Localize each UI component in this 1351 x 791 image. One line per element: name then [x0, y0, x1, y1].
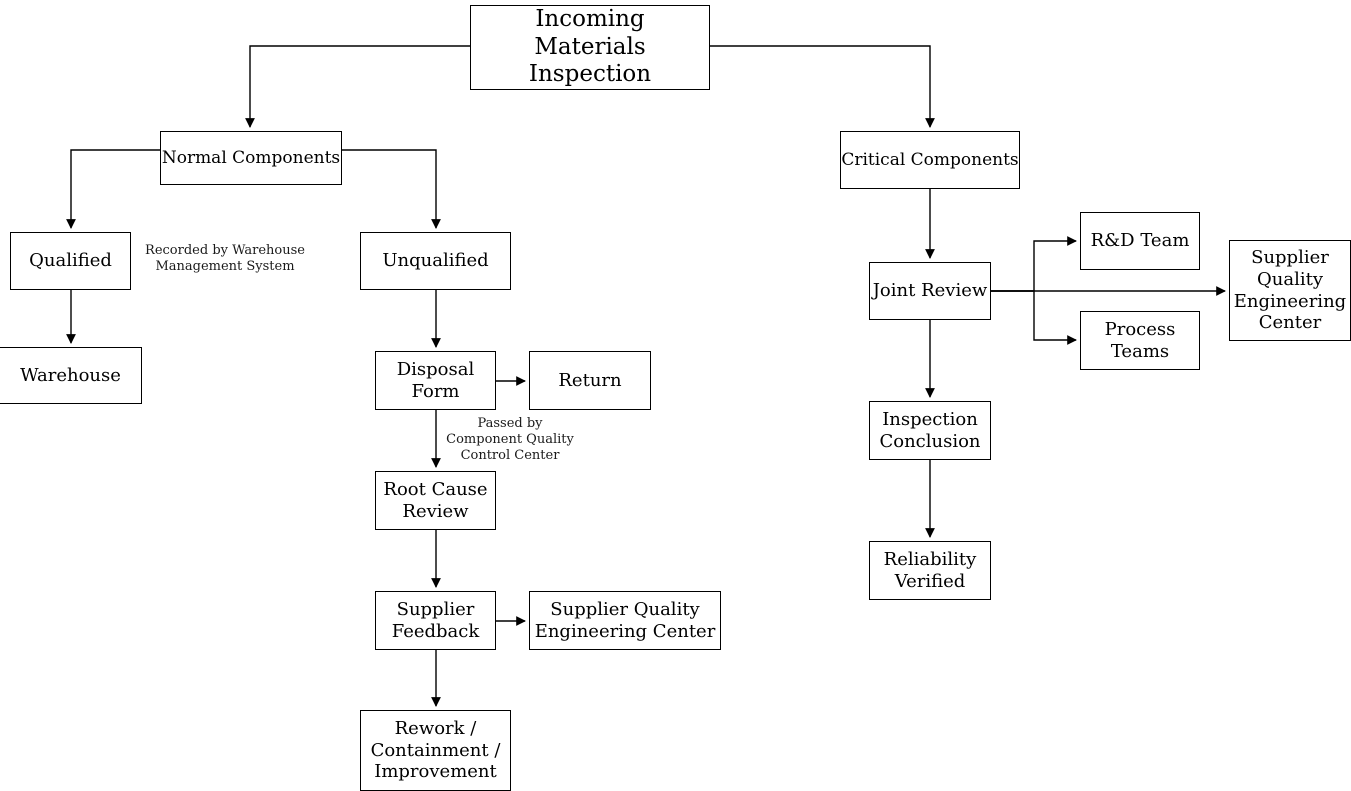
node-return[interactable]: Return [529, 351, 651, 410]
edge-normal-to-qualified [66, 149, 160, 229]
node-unqualified[interactable]: Unqualified [360, 232, 511, 290]
note-cqcc: Passed by Component Quality Control Cent… [446, 416, 574, 463]
node-disposal[interactable]: Disposal Form [375, 351, 496, 410]
node-reliability[interactable]: Reliability Verified [869, 541, 991, 600]
node-normal[interactable]: Normal Components [160, 131, 342, 185]
node-rootcause[interactable]: Root Cause Review [375, 471, 496, 530]
node-sqec_mid[interactable]: Supplier Quality Engineering Center [529, 591, 721, 650]
edge-incoming-to-critical [710, 45, 935, 128]
note-warehouse-system: Recorded by Warehouse Management System [145, 243, 305, 274]
node-rework[interactable]: Rework / Containment / Improvement [360, 710, 511, 791]
node-rdteam[interactable]: R&D Team [1080, 212, 1200, 270]
node-inspconcl[interactable]: Inspection Conclusion [869, 401, 991, 460]
edge-incoming-to-normal [245, 45, 470, 128]
edge-jointreview-to-rdteam [991, 236, 1077, 292]
edge-normal-to-unqualified [342, 149, 441, 229]
edge-jointreview-to-processteams [991, 290, 1077, 345]
node-supfeedback[interactable]: Supplier Feedback [375, 591, 496, 650]
node-incoming[interactable]: Incoming Materials Inspection [470, 5, 710, 90]
node-sqec_right[interactable]: Supplier Quality Engineering Center [1229, 240, 1351, 341]
node-critical[interactable]: Critical Components [840, 131, 1020, 189]
node-jointreview[interactable]: Joint Review [869, 262, 991, 320]
node-warehouse[interactable]: Warehouse [0, 347, 142, 404]
node-qualified[interactable]: Qualified [10, 232, 131, 290]
node-processteams[interactable]: Process Teams [1080, 311, 1200, 370]
